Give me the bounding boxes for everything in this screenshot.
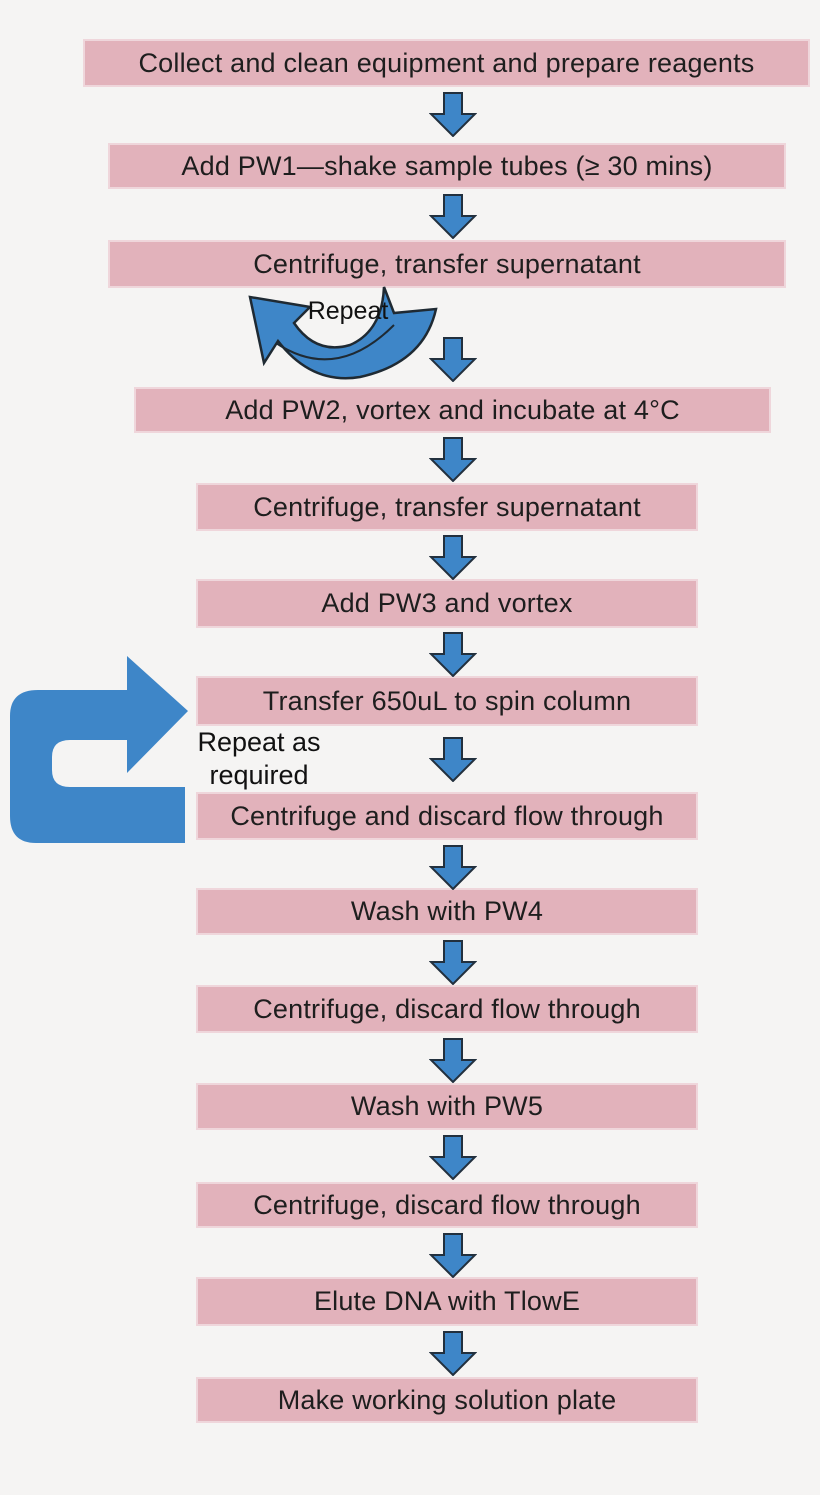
down-arrow-icon: [429, 1331, 477, 1376]
step-label: Centrifuge, discard flow through: [253, 1189, 641, 1220]
step-label: Add PW3 and vortex: [321, 588, 573, 618]
step-label: Wash with PW4: [350, 896, 544, 926]
down-arrow-icon: [429, 194, 477, 239]
step-label: Centrifuge, transfer supernatant: [253, 491, 641, 522]
down-arrow-icon: [429, 940, 477, 985]
down-arrow-icon: [429, 337, 477, 382]
down-arrow-icon: [429, 845, 477, 890]
repeat-annotation: Repeat: [303, 297, 393, 326]
step-box-add-pw1: Add PW1—shake sample tubes (≥ 30 mins): [108, 143, 786, 189]
step-label: Wash with PW5: [350, 1091, 544, 1121]
repeat-as-required-loop-arrow-icon: [10, 656, 188, 843]
step-box-centrifuge-supernatant-1: Centrifuge, transfer supernatant: [108, 240, 786, 288]
step-box-centrifuge-discard-2: Centrifuge, discard flow through: [196, 985, 698, 1033]
step-label: Collect and clean equipment and prepare …: [138, 47, 755, 78]
down-arrow-icon: [429, 632, 477, 677]
step-box-collect-clean: Collect and clean equipment and prepare …: [83, 39, 810, 87]
step-label: Elute DNA with TlowE: [313, 1286, 581, 1316]
step-box-centrifuge-supernatant-2: Centrifuge, transfer supernatant: [196, 483, 698, 531]
step-box-add-pw3: Add PW3 and vortex: [196, 579, 698, 628]
repeat-as-required-line1: Repeat as: [197, 727, 321, 757]
step-box-centrifuge-discard-1: Centrifuge and discard flow through: [196, 792, 698, 840]
repeat-loop-arrow-icon: [248, 286, 438, 380]
step-box-wash-pw5: Wash with PW5: [196, 1083, 698, 1130]
step-label: Add PW1—shake sample tubes (≥ 30 mins): [181, 150, 713, 181]
down-arrow-icon: [429, 1038, 477, 1083]
down-arrow-icon: [429, 92, 477, 137]
down-arrow-icon: [429, 737, 477, 782]
step-box-add-pw2: Add PW2, vortex and incubate at 4°C: [134, 387, 771, 433]
step-label: Add PW2, vortex and incubate at 4°C: [225, 394, 680, 425]
step-label: Make working solution plate: [277, 1384, 617, 1415]
step-box-wash-pw4: Wash with PW4: [196, 888, 698, 935]
step-box-transfer-spin-column: Transfer 650uL to spin column: [196, 676, 698, 726]
step-box-working-solution: Make working solution plate: [196, 1377, 698, 1423]
down-arrow-icon: [429, 1233, 477, 1278]
step-label: Centrifuge, transfer supernatant: [253, 248, 641, 279]
down-arrow-icon: [429, 1135, 477, 1180]
repeat-as-required-annotation: Repeat as required: [190, 726, 328, 792]
step-label: Transfer 650uL to spin column: [262, 685, 632, 716]
step-label: Centrifuge, discard flow through: [253, 993, 641, 1024]
step-box-elute-dna: Elute DNA with TlowE: [196, 1277, 698, 1326]
step-label: Centrifuge and discard flow through: [230, 800, 664, 831]
down-arrow-icon: [429, 535, 477, 580]
step-box-centrifuge-discard-3: Centrifuge, discard flow through: [196, 1182, 698, 1228]
repeat-as-required-line2: required: [209, 760, 309, 790]
down-arrow-icon: [429, 437, 477, 482]
repeat-label: Repeat: [307, 297, 389, 325]
